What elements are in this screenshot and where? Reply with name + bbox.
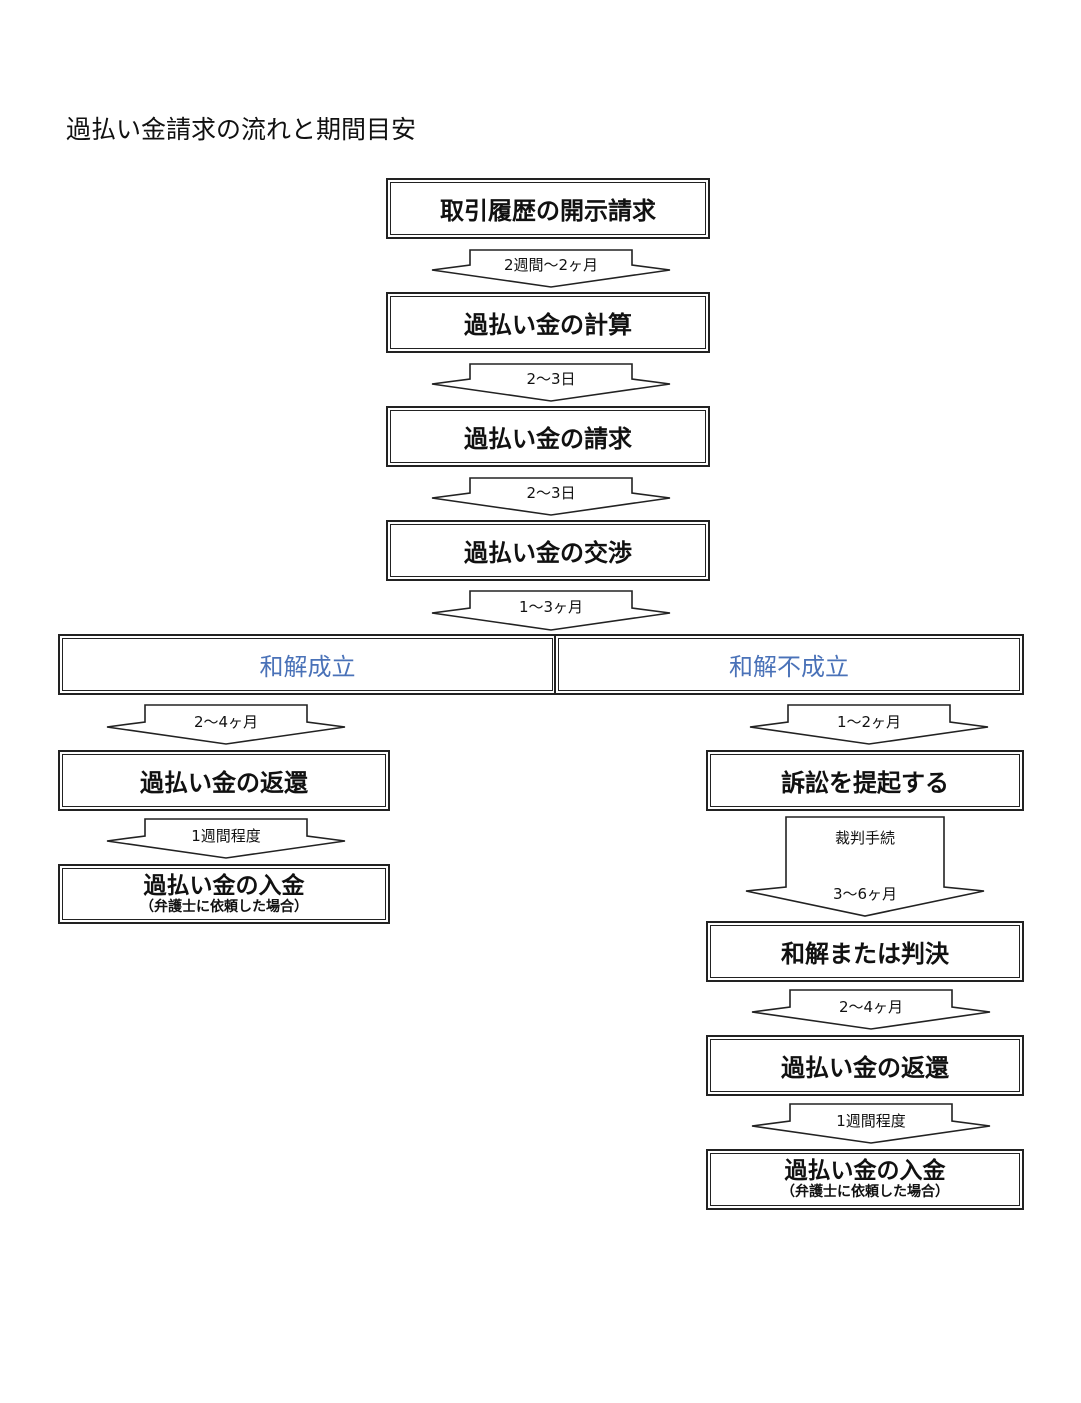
right-judgment-label: 和解または判決 (781, 940, 949, 968)
duration-label-1: 2週間〜2ヶ月 (503, 256, 599, 274)
right-deposit-note: （弁護士に依頼した場合） (781, 1184, 949, 1200)
duration-arrow-right-3: 2〜4ヶ月 (751, 989, 991, 1030)
diagram-title: 過払い金請求の流れと期間目安 (66, 115, 417, 144)
duration-label-right-2-top: 裁判手続 (834, 829, 895, 847)
step-calc-label: 過払い金の計算 (464, 311, 632, 339)
right-deposit-box: 過払い金の入金 （弁護士に依頼した場合） (706, 1149, 1024, 1210)
step-negotiate-box: 過払い金の交渉 (386, 520, 710, 581)
duration-arrow-2: 2〜3日 (431, 363, 671, 402)
step-calc-box: 過払い金の計算 (386, 292, 710, 353)
branch-not-settled-box: 和解不成立 (554, 634, 1024, 695)
right-refund-box: 過払い金の返還 (706, 1035, 1024, 1096)
branch-not-settled-label: 和解不成立 (729, 653, 849, 681)
right-judgment-box: 和解または判決 (706, 921, 1024, 982)
duration-arrow-right-1: 1〜2ヶ月 (749, 704, 989, 745)
right-lawsuit-label: 訴訟を提起する (781, 769, 949, 797)
step-claim-box: 過払い金の請求 (386, 406, 710, 467)
step-disclosure-box: 取引履歴の開示請求 (386, 178, 710, 239)
left-deposit-label: 過払い金の入金 (143, 872, 305, 899)
duration-arrow-right-4: 1週間程度 (751, 1103, 991, 1144)
duration-arrow-1: 2週間〜2ヶ月 (431, 249, 671, 288)
duration-arrow-3: 2〜3日 (431, 477, 671, 516)
branch-settled-box: 和解成立 (58, 634, 557, 695)
step-claim-label: 過払い金の請求 (464, 425, 632, 453)
right-lawsuit-box: 訴訟を提起する (706, 750, 1024, 811)
duration-label-right-2-bottom: 3〜6ヶ月 (832, 885, 898, 903)
duration-label-2: 2〜3日 (526, 370, 576, 388)
step-disclosure-label: 取引履歴の開示請求 (440, 197, 656, 225)
duration-arrow-left-1: 2〜4ヶ月 (106, 704, 346, 745)
duration-label-right-3: 2〜4ヶ月 (838, 998, 904, 1016)
branch-settled-label: 和解成立 (259, 653, 356, 681)
duration-label-right-1: 1〜2ヶ月 (836, 713, 902, 731)
left-deposit-box: 過払い金の入金 （弁護士に依頼した場合） (58, 864, 390, 924)
duration-label-3: 2〜3日 (526, 484, 576, 502)
step-negotiate-label: 過払い金の交渉 (464, 539, 632, 567)
duration-arrow-4: 1〜3ヶ月 (431, 590, 671, 631)
duration-label-right-4: 1週間程度 (836, 1112, 906, 1130)
left-refund-label: 過払い金の返還 (140, 769, 308, 797)
left-refund-box: 過払い金の返還 (58, 750, 390, 811)
duration-label-4: 1〜3ヶ月 (518, 598, 584, 616)
duration-label-left-1: 2〜4ヶ月 (193, 713, 259, 731)
duration-arrow-left-2: 1週間程度 (106, 818, 346, 859)
left-deposit-note: （弁護士に依頼した場合） (140, 898, 308, 915)
right-deposit-label: 過払い金の入金 (784, 1158, 946, 1184)
duration-arrow-right-2: 裁判手続 3〜6ヶ月 (745, 816, 985, 917)
right-refund-label: 過払い金の返還 (781, 1054, 949, 1082)
duration-label-left-2: 1週間程度 (191, 827, 261, 845)
